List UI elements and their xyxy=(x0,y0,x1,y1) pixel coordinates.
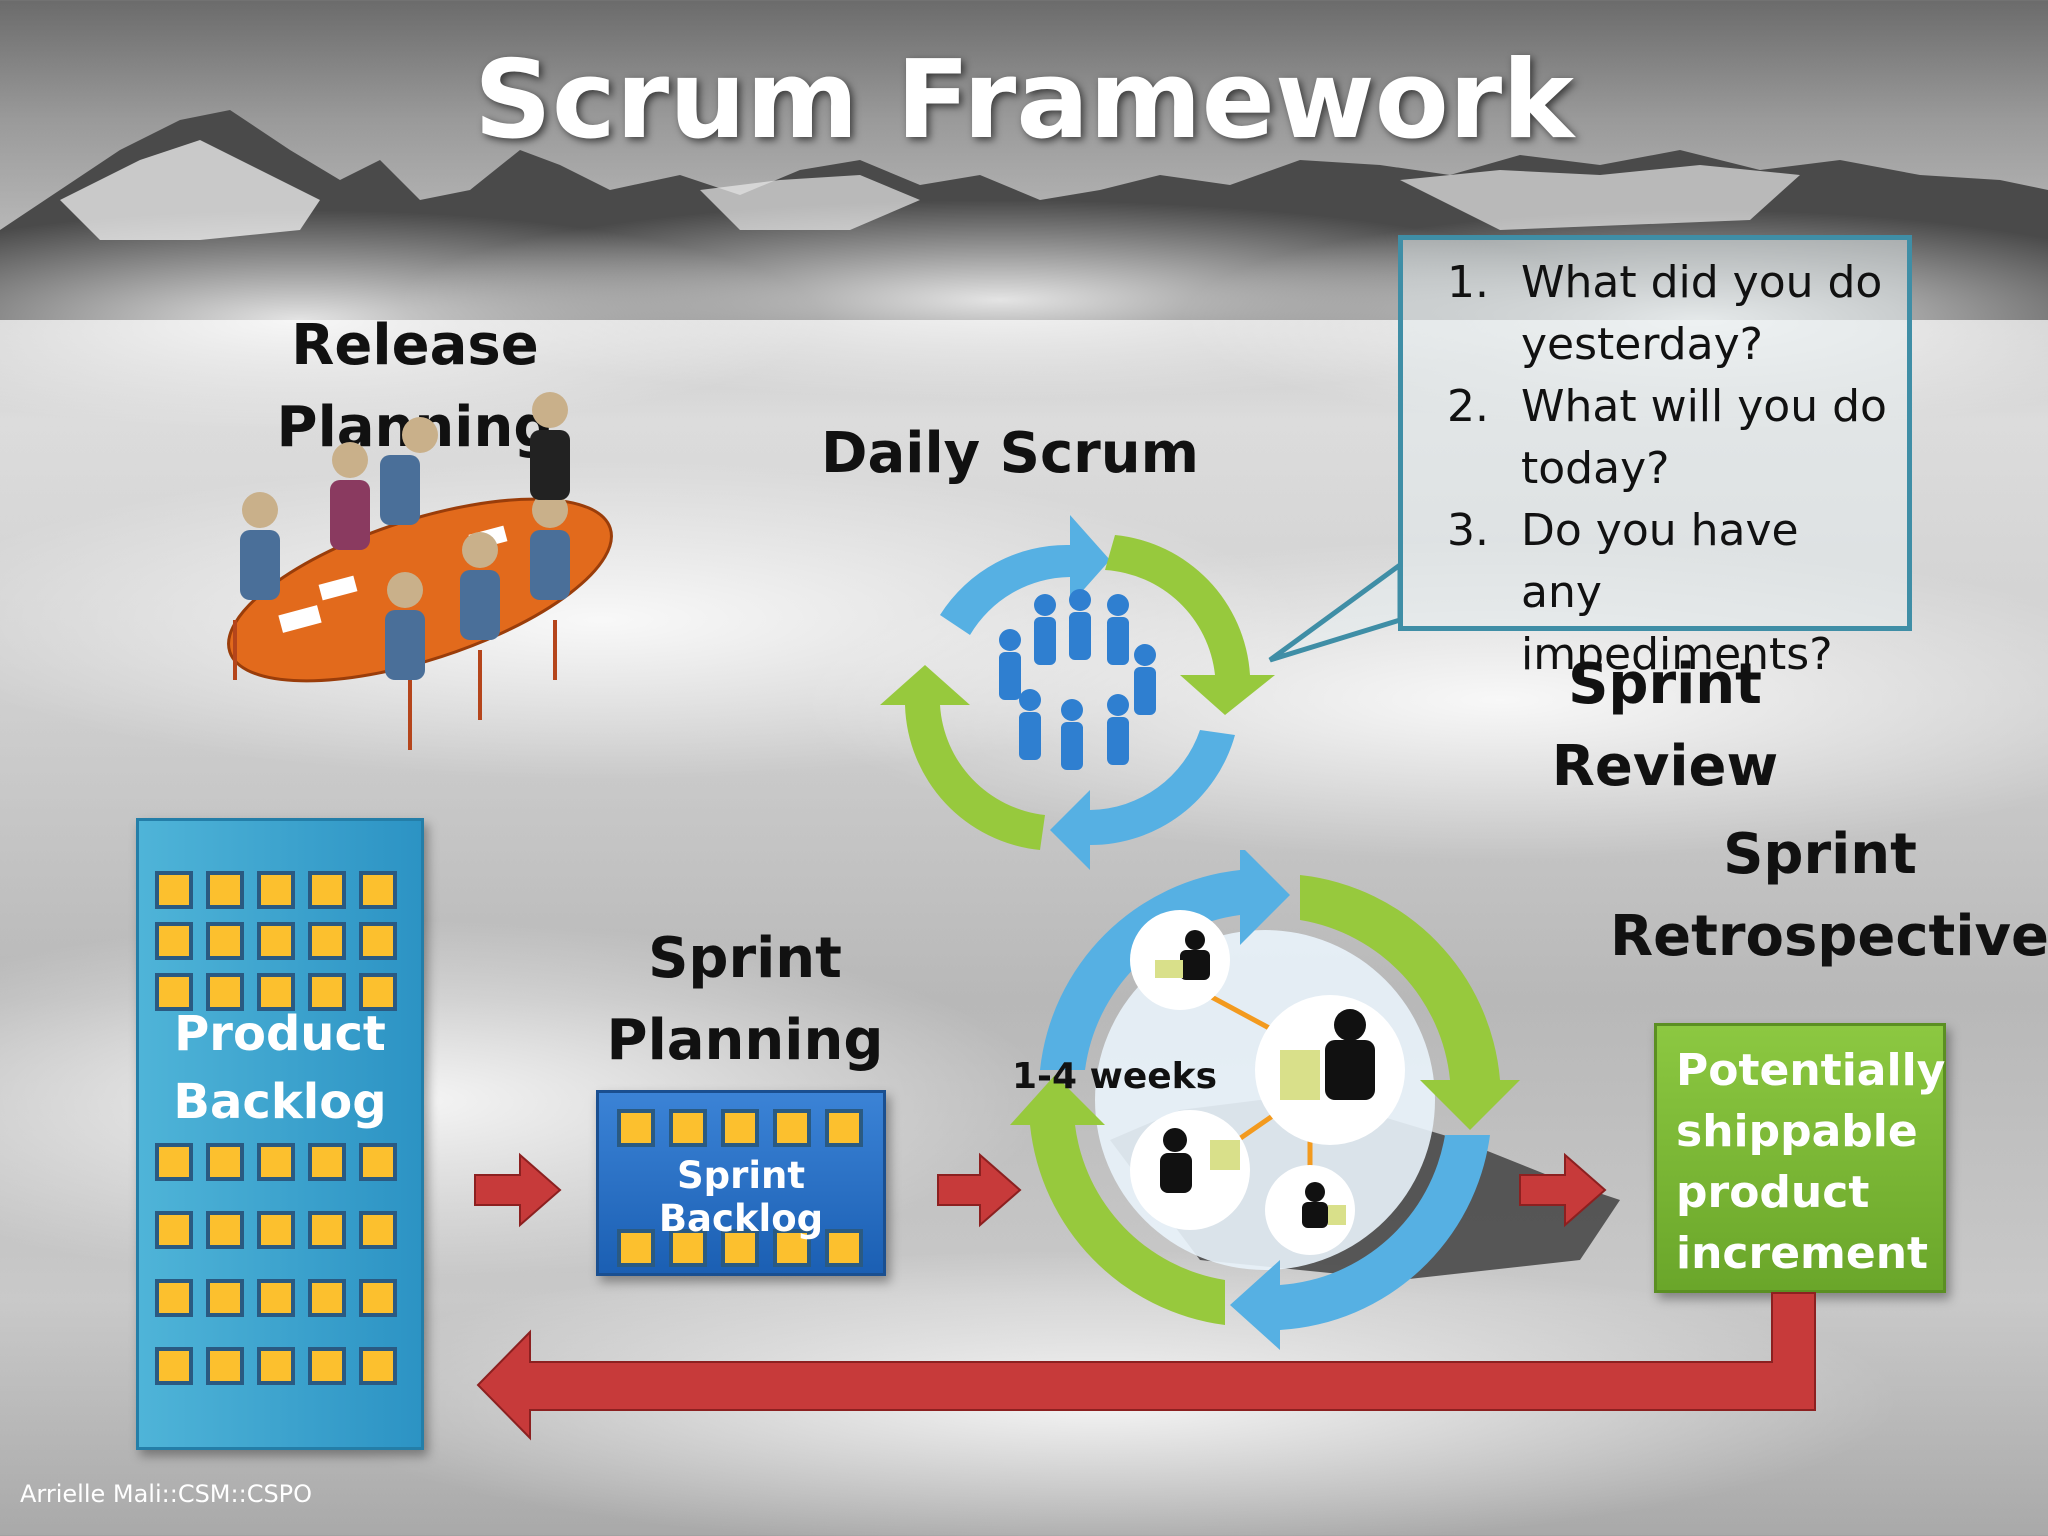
daily-scrum-cycle-arrows xyxy=(880,515,1275,870)
sprint-backlog-box xyxy=(596,1090,886,1276)
question-item: What did you do yesterday? xyxy=(1503,252,1887,376)
daily-scrum-label: Daily Scrum xyxy=(820,421,1200,486)
product-backlog-label: Product Backlog xyxy=(173,1006,387,1130)
page-title: Scrum Framework xyxy=(474,38,1574,163)
meeting-table-illustration xyxy=(227,392,613,750)
sprint-review-label: Sprint Review xyxy=(1551,652,1779,799)
callout-pointer xyxy=(1268,560,1403,663)
question-item: What will you do today? xyxy=(1503,376,1887,500)
author-credit: Arrielle Mali::CSM::CSPO xyxy=(20,1480,313,1508)
increment-label: Potentially shippable product increment xyxy=(1676,1045,1946,1279)
daily-scrum-questions-box: What did you do yesterday? What will you… xyxy=(1398,235,1912,680)
sprint-backlog-label: Sprint Backlog xyxy=(658,1154,824,1240)
product-backlog-box xyxy=(136,818,424,1450)
release-planning-label: Release Planning xyxy=(277,313,554,460)
increment-box xyxy=(1654,1023,1946,1293)
sprint-retrospective-label: Sprint Retrospective xyxy=(1610,822,2048,969)
sprint-duration-label: 1-4 weeks xyxy=(1012,1056,1218,1097)
question-item: Do you have any impediments? xyxy=(1503,500,1887,686)
sprint-planning-label: Sprint Planning xyxy=(606,926,884,1073)
sprint-cycle-arrows xyxy=(1010,850,1520,1350)
